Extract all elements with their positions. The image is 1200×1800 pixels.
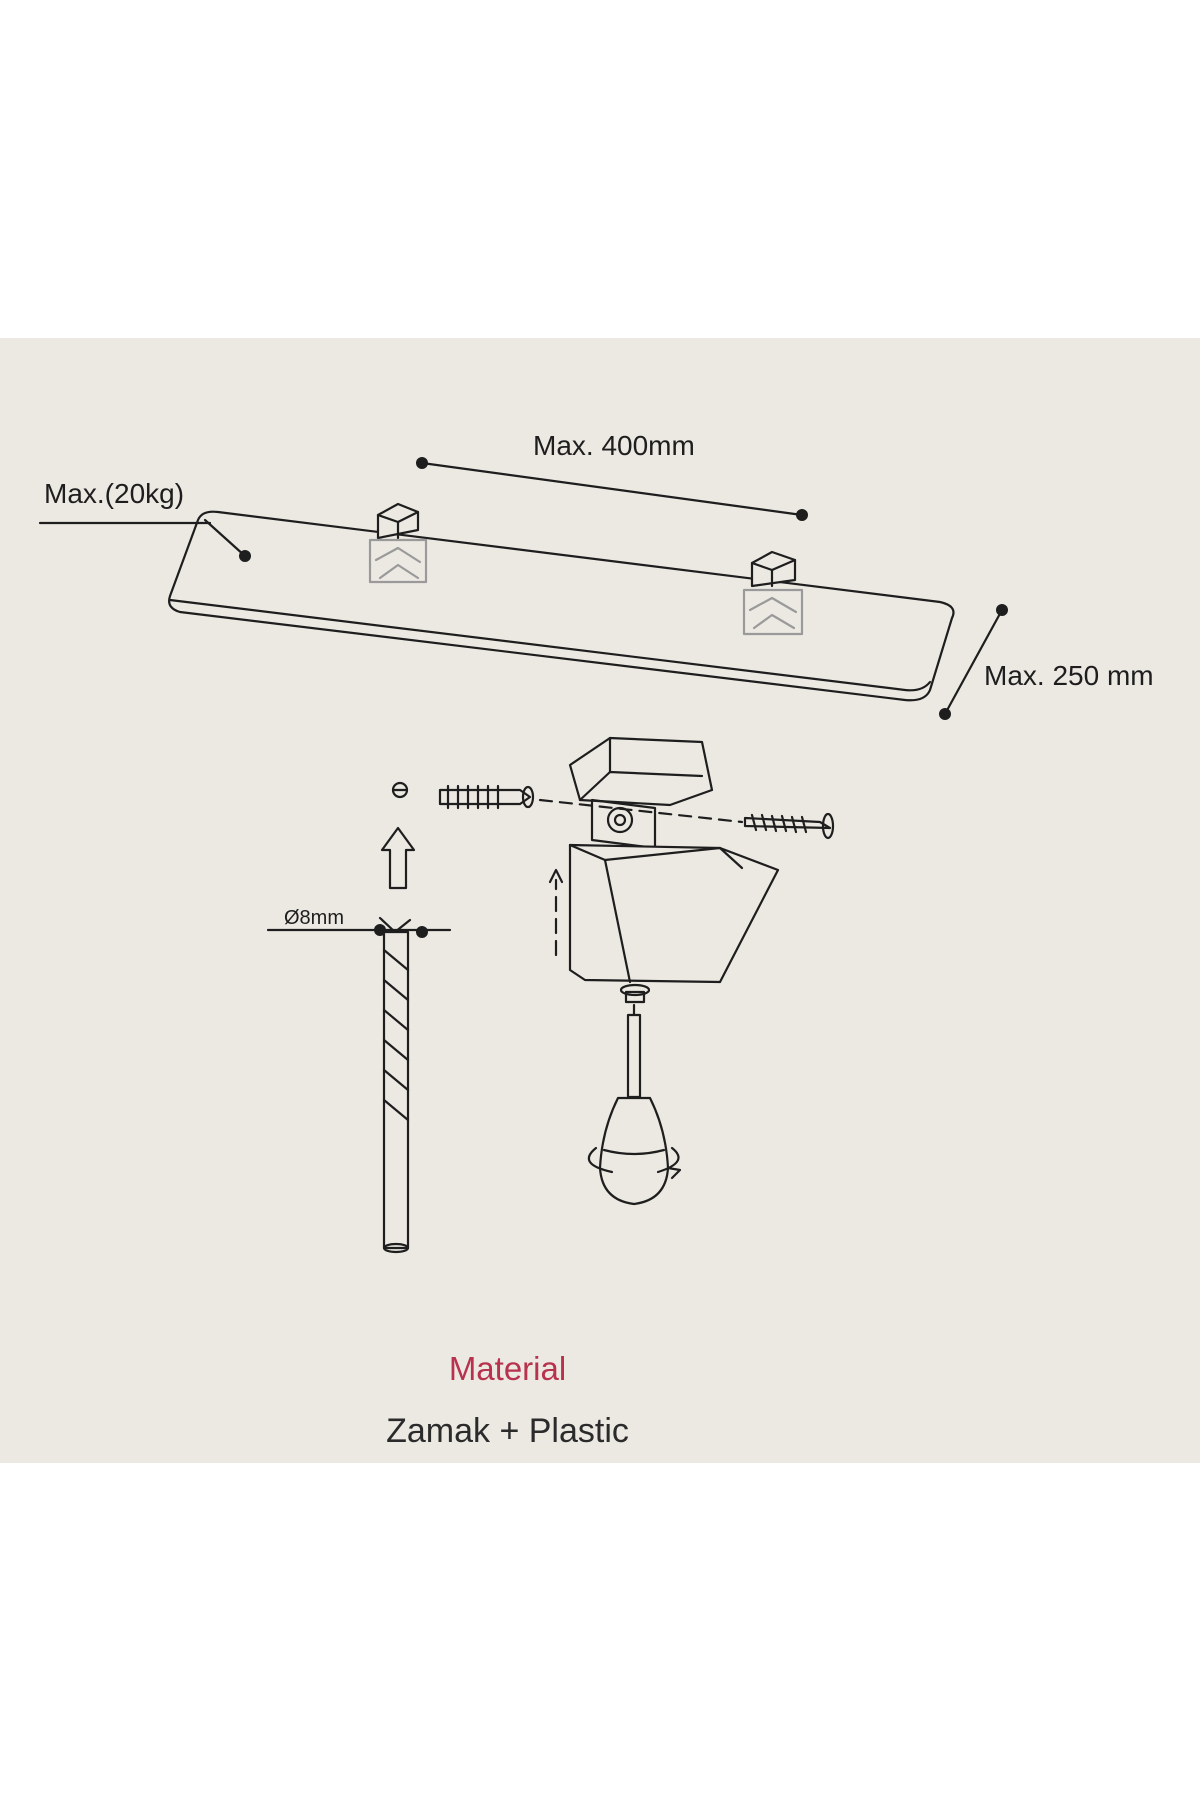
max-weight-label: Max.(20kg) xyxy=(44,478,185,509)
drill-diameter-label: Ø8mm xyxy=(284,907,344,929)
material-title: Material xyxy=(448,1350,567,1387)
max-depth-label: Max. 250 mm xyxy=(984,660,1154,691)
screwdriver xyxy=(587,1003,682,1206)
weight-dot xyxy=(239,550,251,562)
wall-screw xyxy=(743,812,835,840)
shelf-clamp-right xyxy=(742,550,804,636)
bracket-assembly xyxy=(568,736,780,1004)
shelf-clamp-left xyxy=(368,502,428,584)
width-dot-left xyxy=(416,457,428,469)
weight-pointer-line xyxy=(203,518,247,558)
up-arrow-icon xyxy=(380,826,416,890)
width-dimension-line xyxy=(420,461,804,517)
depth-dimension-line xyxy=(943,608,1004,716)
drill-bit xyxy=(266,916,452,1254)
material-value: Zamak + Plastic xyxy=(386,1412,629,1450)
wall-plug xyxy=(438,784,535,810)
alignment-dashed-line xyxy=(538,798,744,824)
depth-dot-top xyxy=(996,604,1008,616)
glass-shelf xyxy=(168,510,955,702)
depth-dot-bottom xyxy=(939,708,951,720)
max-width-label: Max. 400mm xyxy=(533,430,695,461)
width-dot-right xyxy=(796,509,808,521)
